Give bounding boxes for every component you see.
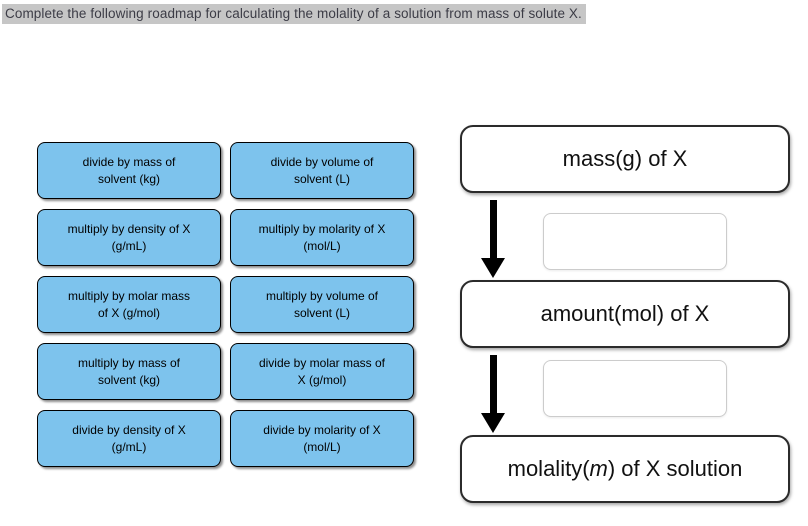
down-arrow-icon	[481, 200, 505, 278]
option-tile-multiply-molar-mass[interactable]: multiply by molar mass of X (g/mol)	[37, 276, 221, 333]
exercise-prompt: Complete the following roadmap for calcu…	[2, 4, 586, 24]
dropzone-step-1[interactable]	[543, 213, 727, 270]
arrow-head	[481, 258, 505, 278]
option-tile-divide-density[interactable]: divide by density of X (g/mL)	[37, 410, 221, 467]
molality-label-suffix: ) of X solution	[607, 456, 743, 481]
flow-node-mass: mass(g) of X	[460, 125, 790, 193]
flow-node-molality: molality(m) of X solution	[460, 435, 790, 503]
option-tile-divide-mass-solvent[interactable]: divide by mass of solvent (kg)	[37, 142, 221, 199]
option-tile-multiply-volume-solvent[interactable]: multiply by volume of solvent (L)	[230, 276, 414, 333]
down-arrow-icon	[481, 355, 505, 433]
arrow-head	[481, 413, 505, 433]
molality-label-italic-m: m	[589, 456, 608, 481]
option-tile-multiply-density[interactable]: multiply by density of X (g/mL)	[37, 209, 221, 266]
arrow-shaft	[489, 200, 497, 258]
option-tile-multiply-molarity[interactable]: multiply by molarity of X (mol/L)	[230, 209, 414, 266]
flow-node-amount: amount(mol) of X	[460, 280, 790, 348]
molality-label-prefix: molality(	[507, 456, 590, 481]
option-tile-divide-molar-mass[interactable]: divide by molar mass of X (g/mol)	[230, 343, 414, 400]
arrow-shaft	[489, 355, 497, 413]
option-tile-divide-molarity[interactable]: divide by molarity of X (mol/L)	[230, 410, 414, 467]
option-tile-divide-volume-solvent[interactable]: divide by volume of solvent (L)	[230, 142, 414, 199]
option-tile-multiply-mass-solvent[interactable]: multiply by mass of solvent (kg)	[37, 343, 221, 400]
option-tile-bank: divide by mass of solvent (kg) divide by…	[37, 142, 414, 467]
dropzone-step-2[interactable]	[543, 360, 727, 417]
